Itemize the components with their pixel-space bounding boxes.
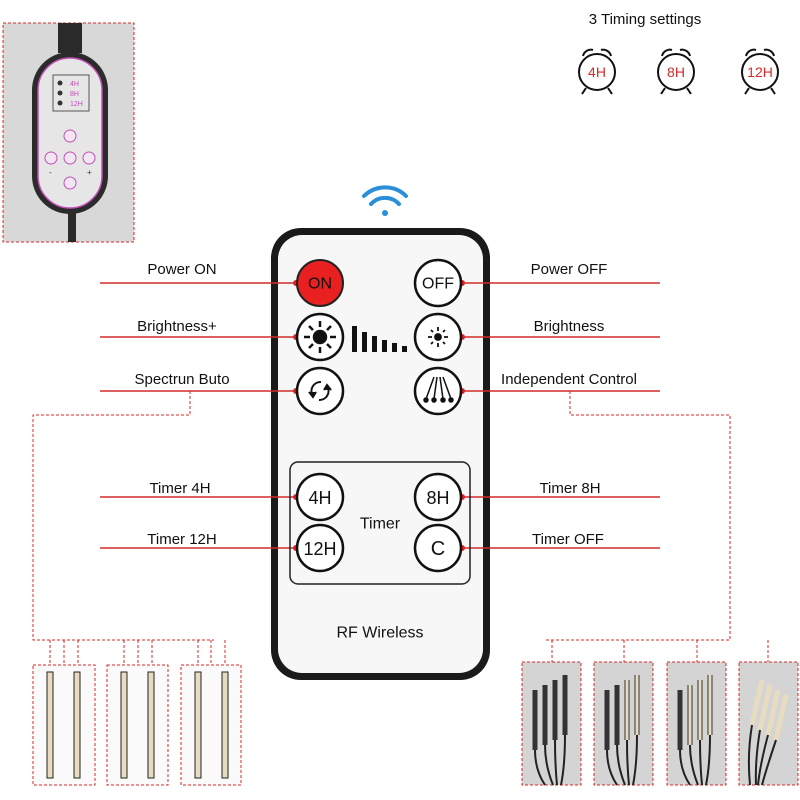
- bulb-minus-icon: [44, 151, 58, 165]
- timer-8h-button[interactable]: 8H: [413, 472, 463, 522]
- power-icon: [63, 176, 77, 190]
- light-mode-two-bars-third: [180, 664, 242, 786]
- timer-8h-label[interactable]: 8H: [426, 488, 449, 508]
- timer-caption: Timer: [360, 516, 401, 533]
- label-timer-8h: Timer 8H: [539, 480, 600, 497]
- bulb-plus-icon: [82, 151, 96, 165]
- on-button[interactable]: ON: [296, 259, 344, 307]
- label-timer-off: Timer OFF: [532, 531, 604, 548]
- label-power-on: Power ON: [147, 261, 216, 278]
- label-spectrum: Spectrun Buto: [134, 371, 229, 388]
- brightness-down-button[interactable]: [413, 312, 463, 362]
- label-brightness: Brightness: [534, 318, 605, 335]
- timer-off-label[interactable]: C: [431, 538, 445, 560]
- sun-icon: [304, 321, 336, 353]
- light-mode-two-bars-alt: [106, 664, 169, 786]
- clock-button-icon: [63, 129, 77, 143]
- clock-label: 4H: [588, 64, 606, 80]
- label-timer-4h: Timer 4H: [149, 480, 210, 497]
- controller-timer-8h: 8H: [70, 91, 79, 98]
- controller-timer-12h: 12H: [70, 101, 83, 108]
- dashed-connectors: [32, 391, 769, 665]
- timing-title: 3 Timing settings: [589, 11, 702, 28]
- timer-12h-button[interactable]: 12H: [295, 523, 345, 573]
- alarm-clock-4h-icon: 4H: [578, 48, 616, 95]
- on-label[interactable]: ON: [308, 276, 332, 293]
- controller-plus: +: [87, 168, 92, 177]
- label-independent: Independent Control: [501, 371, 637, 388]
- timer-4h-button[interactable]: 4H: [295, 472, 345, 522]
- label-lines: [100, 280, 660, 551]
- controller-minus: -: [49, 168, 52, 177]
- lamp-four-heads: [738, 661, 799, 786]
- independent-control-button[interactable]: [413, 366, 463, 416]
- off-button[interactable]: OFF: [413, 258, 463, 308]
- cycle-icon: [63, 151, 77, 165]
- timer-off-button[interactable]: C: [413, 523, 463, 573]
- label-power-off: Power OFF: [531, 261, 608, 278]
- timer-12h-label[interactable]: 12H: [303, 539, 336, 559]
- clock-label: 8H: [667, 64, 685, 80]
- lamp-three-heads: [666, 661, 727, 786]
- light-mode-two-bars: [32, 664, 96, 786]
- timer-group: [289, 461, 471, 585]
- brightness-up-button[interactable]: [295, 312, 345, 362]
- lamp-two-heads: [593, 661, 654, 786]
- small-sun-icon: [428, 327, 448, 347]
- alarm-clock-8h-icon: 8H: [657, 48, 695, 95]
- cycle-arrows-icon: [308, 381, 332, 401]
- rf-wireless-label: RF Wireless: [336, 625, 423, 642]
- inline-controller-photo: 4H 8H 12H - +: [2, 22, 135, 243]
- label-brightness-plus: Brightness+: [137, 318, 217, 335]
- off-label[interactable]: OFF: [422, 276, 454, 293]
- alarm-clock-12h-icon: 12H: [741, 48, 779, 95]
- lamp-one-head: [521, 661, 582, 786]
- wifi-icon: [362, 185, 408, 216]
- timer-4h-label[interactable]: 4H: [308, 488, 331, 508]
- light-beams-icon: [423, 376, 454, 403]
- controller-timer-4h: 4H: [70, 81, 79, 88]
- spectrum-button[interactable]: [295, 366, 345, 416]
- brightness-level-bars: [352, 326, 407, 352]
- label-timer-12h: Timer 12H: [147, 531, 216, 548]
- clock-label: 12H: [747, 64, 773, 80]
